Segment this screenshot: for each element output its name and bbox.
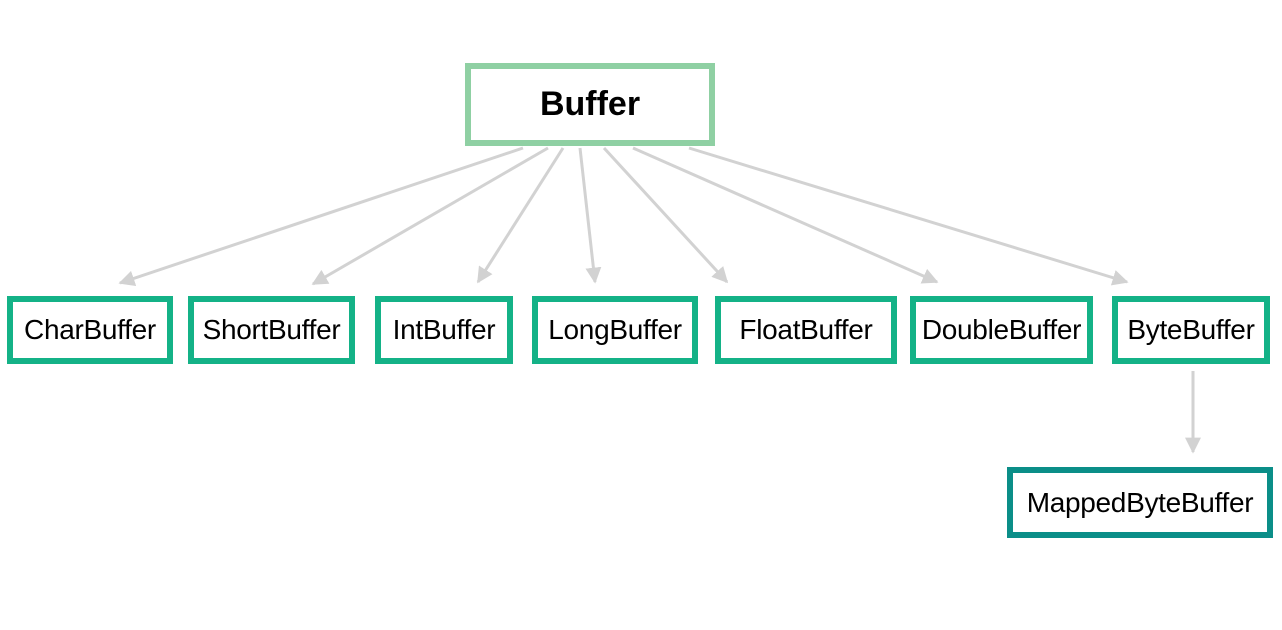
node-mappedbytebuffer-label: MappedByteBuffer — [1026, 486, 1254, 518]
node-intbuffer: IntBuffer — [375, 296, 513, 364]
edge-buffer-intbuffer — [476, 147, 565, 284]
node-shortbuffer: ShortBuffer — [188, 296, 355, 364]
node-floatbuffer-label: FloatBuffer — [739, 314, 873, 345]
node-bytebuffer: ByteBuffer — [1112, 296, 1270, 364]
edge-buffer-floatbuffer — [602, 146, 729, 284]
node-doublebuffer-label: DoubleBuffer — [921, 314, 1082, 345]
node-floatbuffer: FloatBuffer — [715, 296, 897, 364]
edge-buffer-charbuffer — [118, 146, 524, 287]
edge-buffer-longbuffer — [578, 147, 602, 284]
node-charbuffer: CharBuffer — [7, 296, 173, 364]
node-buffer-label: Buffer — [539, 85, 641, 123]
node-shortbuffer-label: ShortBuffer — [202, 314, 341, 345]
node-intbuffer-label: IntBuffer — [392, 314, 496, 345]
edge-buffer-doublebuffer — [632, 146, 939, 284]
edge-buffer-bytebuffer — [688, 146, 1129, 286]
node-longbuffer-label: LongBuffer — [548, 314, 682, 345]
node-longbuffer: LongBuffer — [532, 296, 698, 364]
node-bytebuffer-label: ByteBuffer — [1127, 314, 1255, 345]
node-buffer: Buffer — [465, 63, 715, 146]
node-doublebuffer: DoubleBuffer — [910, 296, 1093, 364]
node-charbuffer-label: CharBuffer — [24, 314, 156, 345]
edge-buffer-shortbuffer — [311, 146, 549, 286]
node-mappedbytebuffer: MappedByteBuffer — [1007, 467, 1273, 538]
